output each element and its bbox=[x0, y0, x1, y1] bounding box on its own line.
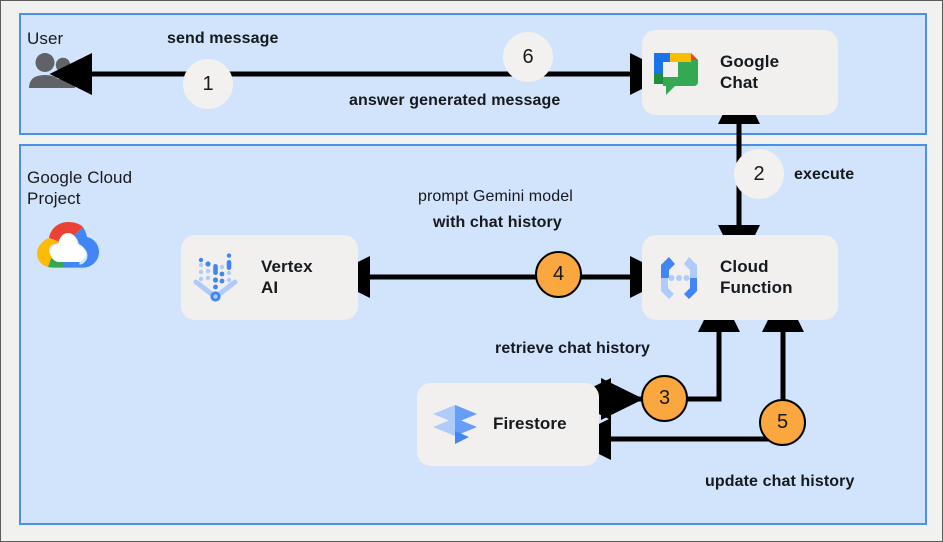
label-update-chat-history: update chat history bbox=[705, 473, 855, 490]
step-badge-6: 6 bbox=[503, 32, 553, 82]
panel-google-cloud-project-title: Google Cloud Project bbox=[27, 168, 133, 208]
step-badge-3: 3 bbox=[641, 375, 688, 422]
vertex-ai-icon bbox=[191, 251, 245, 305]
service-box-vertex-ai[interactable]: Vertex AI bbox=[181, 235, 358, 320]
step-badge-1: 1 bbox=[183, 59, 233, 109]
service-label-google-chat: Google Chat bbox=[720, 52, 780, 92]
service-box-cloud-function[interactable]: Cloud Function bbox=[642, 235, 838, 320]
label-prompt-gemini-model: prompt Gemini model bbox=[418, 188, 573, 205]
firestore-icon bbox=[429, 399, 481, 451]
service-label-firestore: Firestore bbox=[493, 414, 567, 434]
panel-user-title: User bbox=[27, 29, 64, 48]
label-execute: execute bbox=[794, 166, 855, 183]
label-with-chat-history: with chat history bbox=[433, 214, 562, 231]
step-badge-4: 4 bbox=[535, 251, 582, 298]
service-label-vertex-ai: Vertex AI bbox=[261, 257, 313, 297]
google-cloud-logo bbox=[37, 219, 99, 274]
service-box-google-chat[interactable]: Google Chat bbox=[642, 30, 838, 115]
google-chat-icon bbox=[650, 47, 702, 99]
service-label-cloud-function: Cloud Function bbox=[720, 257, 793, 297]
label-answer-generated-message: answer generated message bbox=[349, 92, 561, 109]
users-icon bbox=[26, 53, 78, 94]
service-box-firestore[interactable]: Firestore bbox=[417, 383, 599, 466]
cloud-function-icon bbox=[652, 251, 706, 305]
label-retrieve-chat-history: retrieve chat history bbox=[495, 340, 651, 357]
step-badge-5: 5 bbox=[759, 399, 806, 446]
step-badge-2: 2 bbox=[734, 149, 784, 199]
label-send-message: send message bbox=[167, 30, 279, 47]
